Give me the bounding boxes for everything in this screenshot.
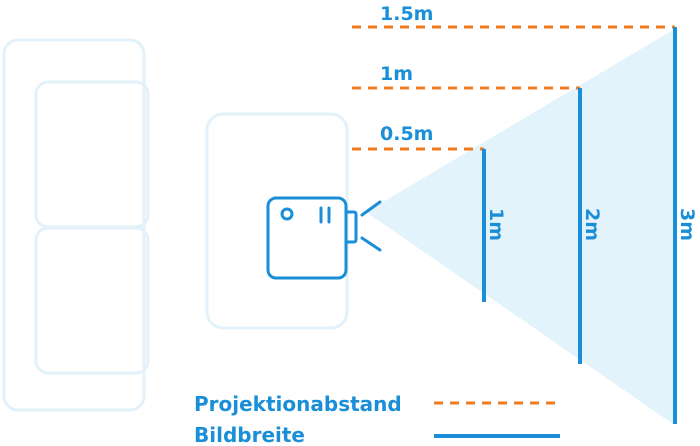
distance-label-1m: 1m	[380, 63, 413, 85]
legend-distance-label: Projektionabstand	[194, 392, 402, 416]
legend: Projektionabstand Bildbreite	[194, 392, 562, 446]
table-icon	[205, 112, 349, 330]
projector-icon	[266, 196, 382, 280]
legend-width-label: Bildbreite	[194, 423, 305, 446]
projection-beam	[366, 30, 673, 424]
sofa-icon	[2, 38, 150, 412]
width-label-2m: 2m	[581, 208, 603, 241]
distance-label-0-5m: 0.5m	[380, 123, 433, 145]
width-label-3m: 3m	[676, 208, 698, 241]
distance-label-1-5m: 1.5m	[380, 3, 433, 25]
width-label-1m: 1m	[485, 208, 507, 241]
